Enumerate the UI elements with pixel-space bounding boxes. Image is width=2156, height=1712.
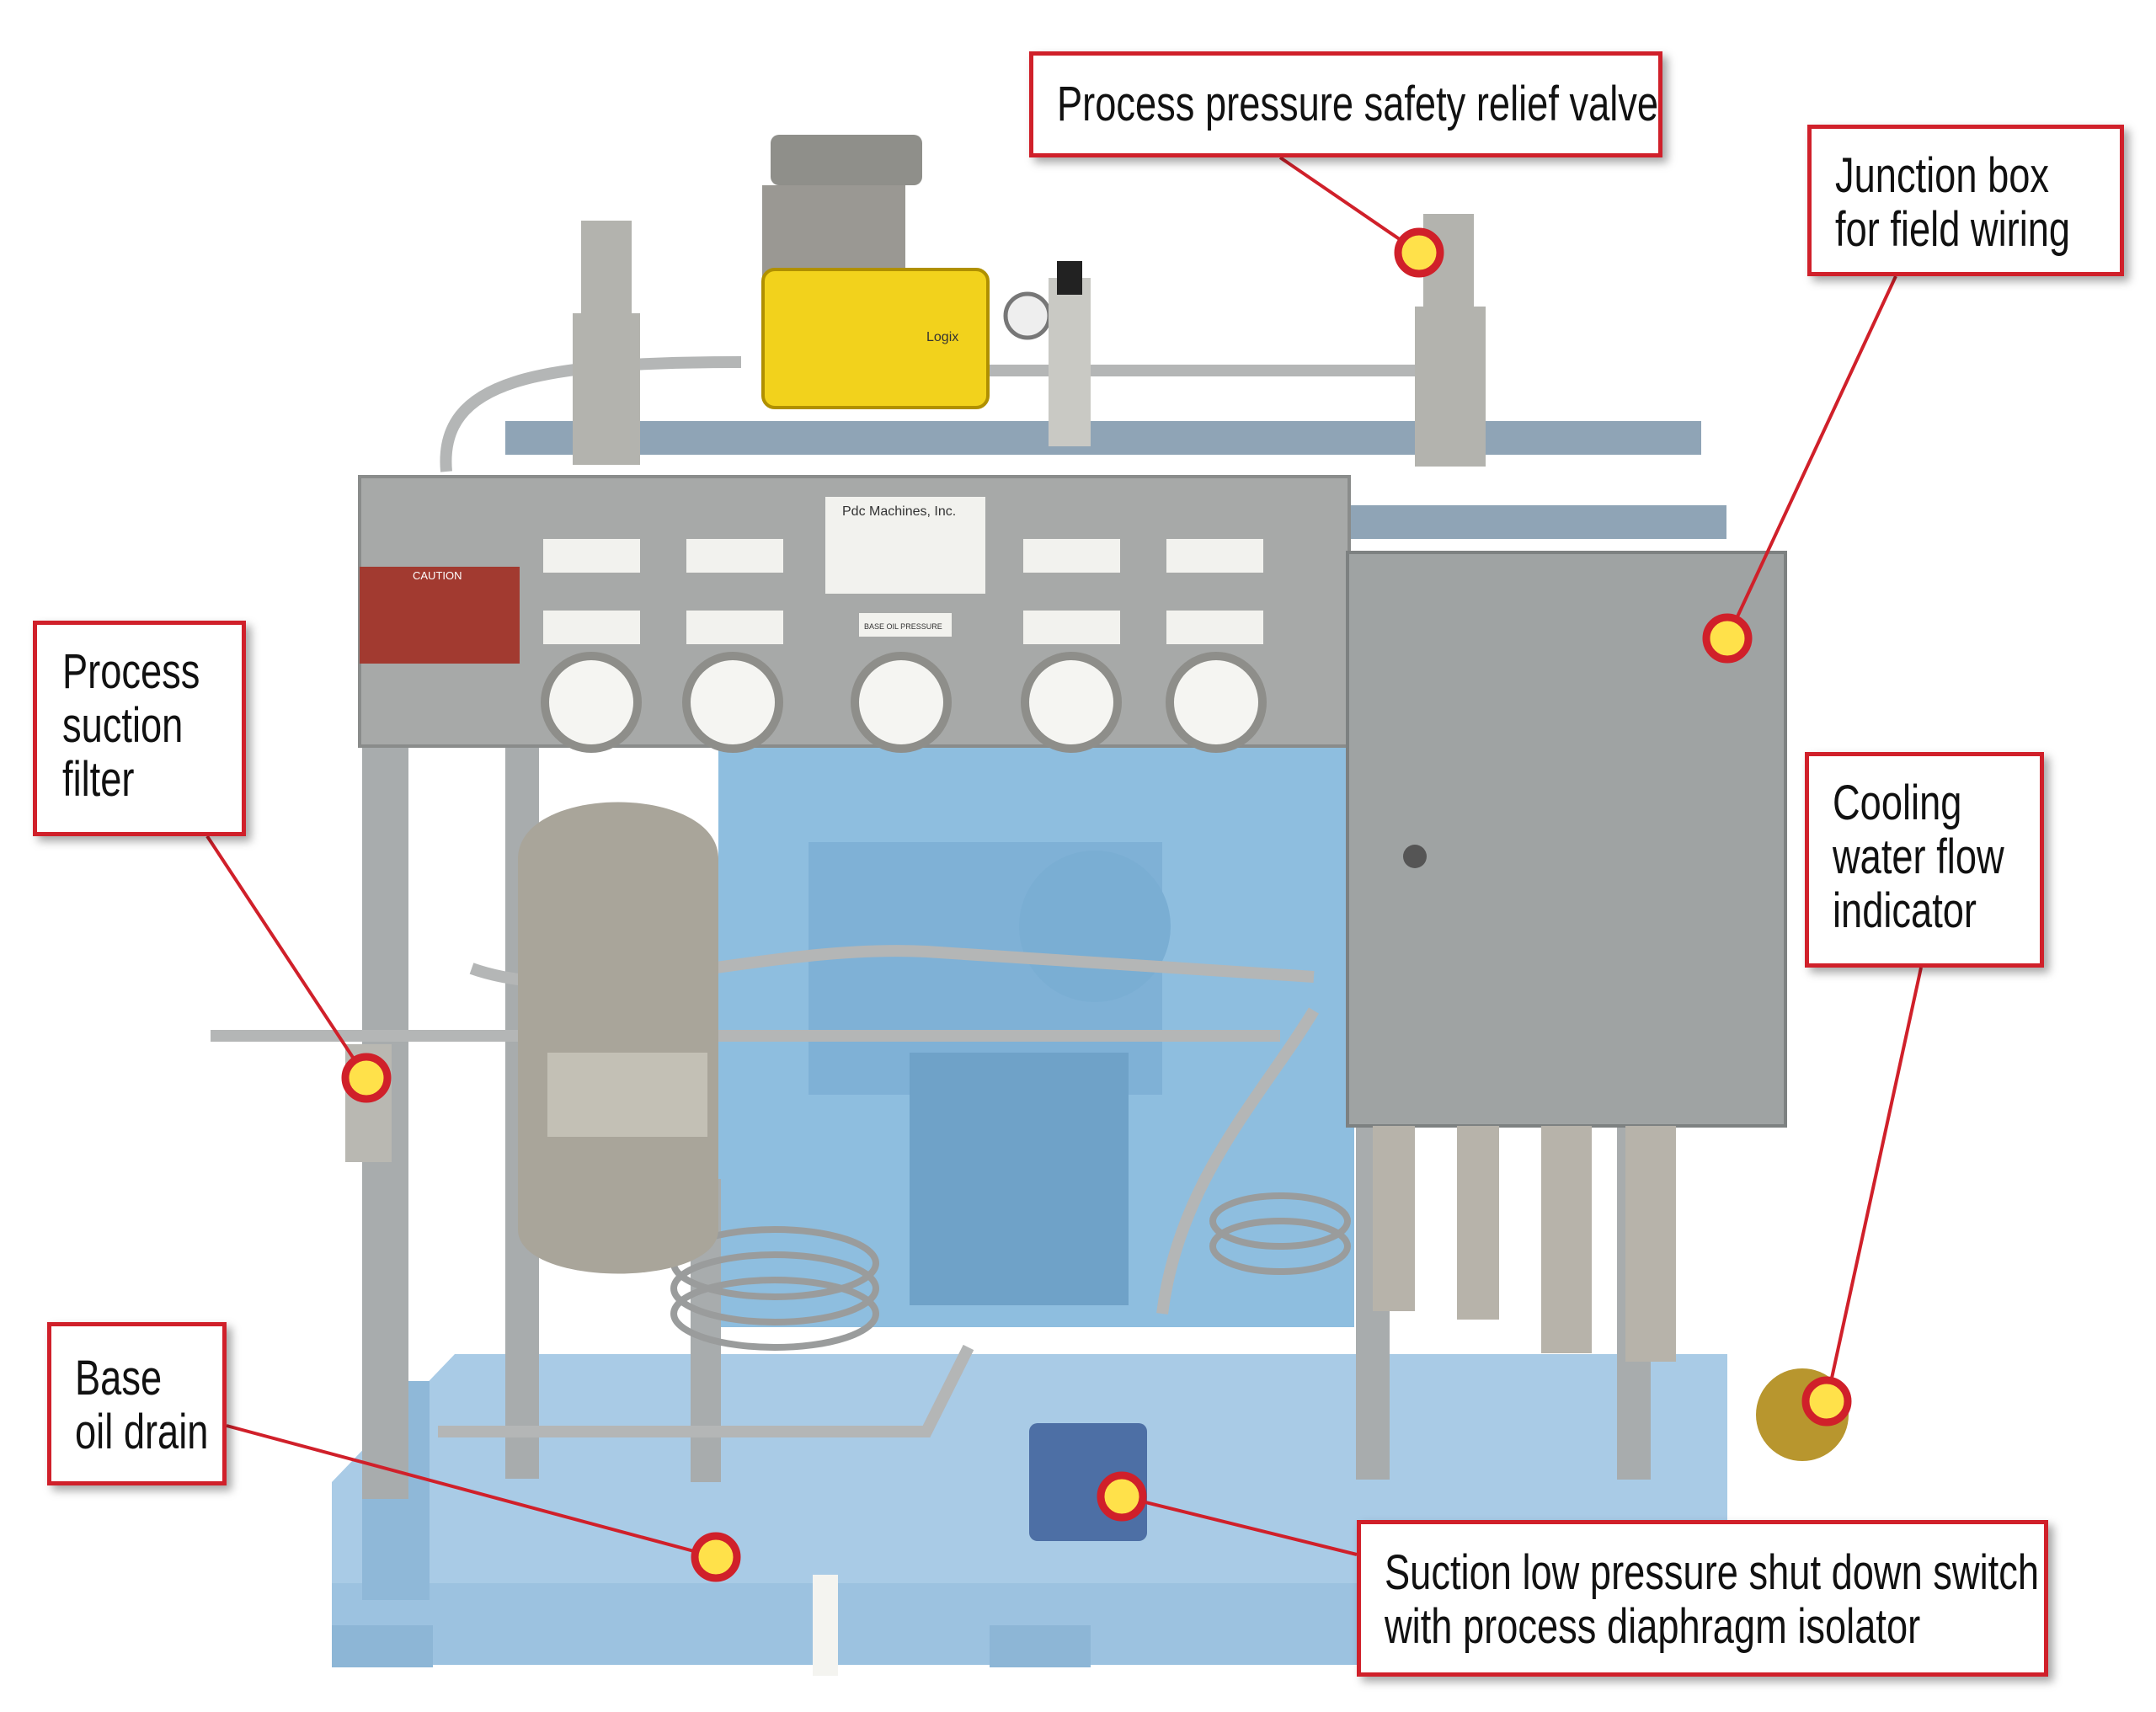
callout-text: Process suction filter [62, 644, 200, 807]
marker-junction-box [1702, 613, 1753, 664]
base-oil-pressure-label: BASE OIL PRESSURE [864, 622, 942, 631]
junction-box [1346, 551, 1787, 1362]
coil [670, 1192, 1351, 1351]
callout-low-pressure-switch: Suction low pressure shut down switch wi… [1357, 1520, 2048, 1677]
callout-text: Suction low pressure shut down switch wi… [1385, 1545, 2039, 1654]
maker-plate-label: Pdc Machines, Inc. [842, 504, 956, 519]
callout-text: Base oil drain [75, 1351, 209, 1459]
callout-text: Process pressure safety relief valve [1057, 77, 1659, 131]
callout-text: Junction box for field wiring [1835, 148, 2071, 257]
marker-cooling-water [1801, 1376, 1852, 1427]
marker-relief-valve [1394, 227, 1444, 278]
gauge-icon [851, 652, 952, 753]
callout-suction-filter: Process suction filter [33, 621, 246, 836]
leader-lines [205, 156, 1923, 1559]
gauge-icon [1021, 652, 1122, 753]
marker-low-pressure-switch [1097, 1471, 1147, 1522]
pressure-gauges [541, 652, 1267, 753]
callout-markers [341, 227, 1852, 1582]
gauge-icon [541, 652, 642, 753]
callout-oil-drain: Base oil drain [47, 1322, 227, 1485]
callout-junction-box: Junction box for field wiring [1807, 125, 2124, 276]
positioner-label: Logix [926, 330, 958, 344]
gauge-icon [1166, 652, 1267, 753]
relief-valve-right [1415, 214, 1486, 467]
gauge-panel: CAUTION Pdc Machines, Inc. BASE OIL PRES… [358, 475, 1351, 753]
control-valve-actuator: Logix [761, 135, 1091, 446]
gauge-icon [682, 652, 783, 753]
marker-suction-filter [341, 1053, 392, 1103]
callout-cooling-water: Cooling water flow indicator [1805, 752, 2044, 968]
callout-text: Cooling water flow indicator [1833, 776, 2004, 938]
drain-tag [813, 1575, 838, 1676]
marker-oil-drain [691, 1532, 741, 1582]
caution-label: CAUTION [413, 569, 462, 582]
callout-relief-valve: Process pressure safety relief valve [1029, 51, 1662, 157]
relief-valve-left [573, 221, 640, 465]
suction-scrubber-tank [518, 802, 718, 1274]
